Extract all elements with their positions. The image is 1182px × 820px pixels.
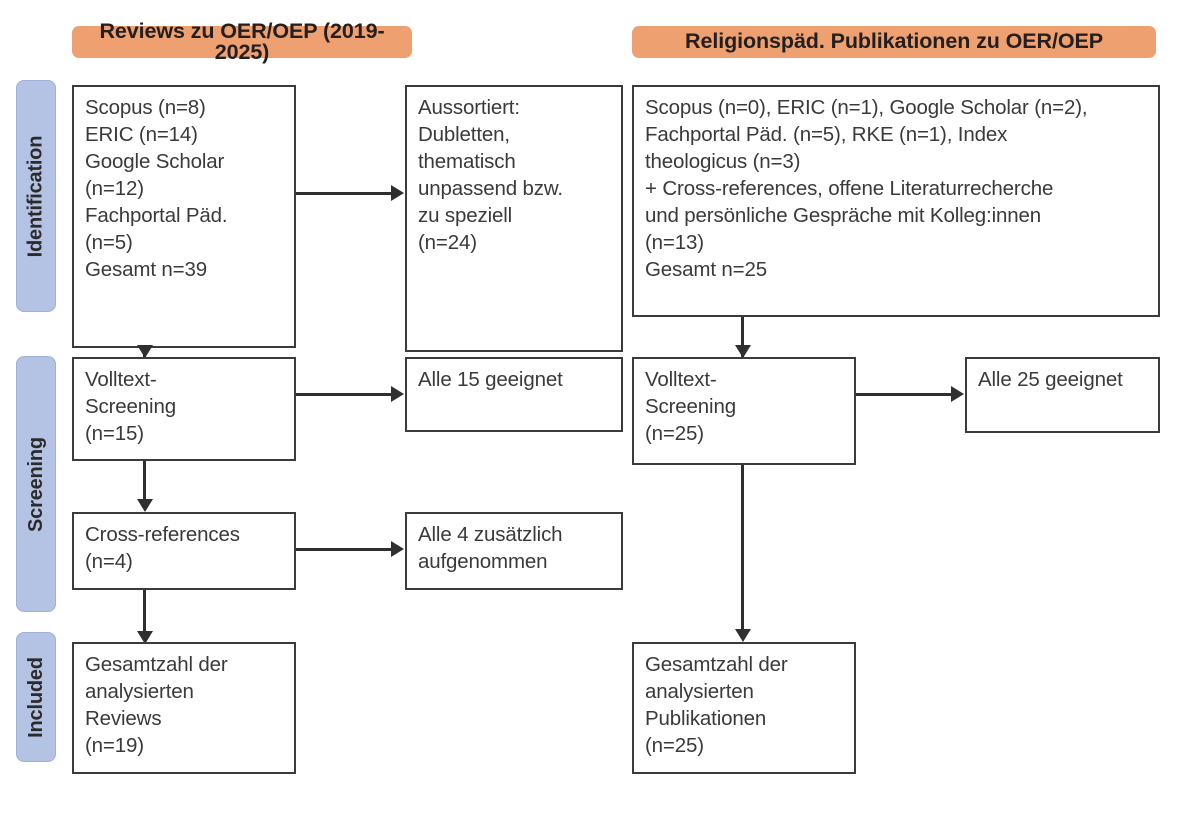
stage-bar-included: Included bbox=[16, 632, 56, 762]
stage-label-included: Included bbox=[24, 656, 47, 738]
connector-left-ident-to-excluded bbox=[296, 192, 393, 195]
connector-left-screening-to-result bbox=[296, 393, 393, 396]
stage-label-screening: Screening bbox=[24, 436, 47, 532]
right-column-header: Religionspäd. Publikationen zu OER/OEP bbox=[632, 26, 1156, 58]
arrowhead-left-ident-to-screening bbox=[137, 345, 153, 358]
stage-bar-identification: Identification bbox=[16, 80, 56, 312]
arrowhead-right-screening-to-included bbox=[735, 629, 751, 642]
box-left-screening: Volltext- Screening (n=15) bbox=[72, 357, 296, 461]
connector-right-screening-to-included bbox=[741, 465, 744, 635]
box-left-excluded: Aussortiert: Dubletten, thematisch unpas… bbox=[405, 85, 623, 352]
stage-bar-screening: Screening bbox=[16, 356, 56, 612]
left-column-header: Reviews zu OER/OEP (2019-2025) bbox=[72, 20, 412, 63]
arrowhead-left-ident-to-excluded bbox=[391, 185, 404, 201]
box-right-included: Gesamtzahl der analysierten Publikatione… bbox=[632, 642, 856, 774]
box-left-crossrefs-result: Alle 4 zusätzlich aufgenommen bbox=[405, 512, 623, 590]
stage-label-identification: Identification bbox=[24, 135, 47, 257]
arrowhead-right-screening-to-result bbox=[951, 386, 964, 402]
box-left-crossrefs: Cross-references (n=4) bbox=[72, 512, 296, 590]
box-right-screening: Volltext- Screening (n=25) bbox=[632, 357, 856, 465]
arrowhead-right-ident-to-screening bbox=[735, 345, 751, 358]
connector-right-ident-to-screening bbox=[741, 317, 744, 358]
box-left-included: Gesamtzahl der analysierten Reviews (n=1… bbox=[72, 642, 296, 774]
connector-left-crossrefs-to-included bbox=[143, 590, 146, 638]
arrowhead-left-screening-to-crossrefs bbox=[137, 499, 153, 512]
box-right-screening-result: Alle 25 geeignet bbox=[965, 357, 1160, 433]
arrowhead-left-screening-to-result bbox=[391, 386, 404, 402]
arrowhead-left-crossrefs-to-result bbox=[391, 541, 404, 557]
box-left-identification: Scopus (n=8) ERIC (n=14) Google Scholar … bbox=[72, 85, 296, 348]
connector-left-screening-to-crossrefs bbox=[143, 461, 146, 506]
connector-left-crossrefs-to-result bbox=[296, 548, 393, 551]
box-right-identification: Scopus (n=0), ERIC (n=1), Google Scholar… bbox=[632, 85, 1160, 317]
box-left-screening-result: Alle 15 geeignet bbox=[405, 357, 623, 432]
connector-right-screening-to-result bbox=[856, 393, 953, 396]
arrowhead-left-crossrefs-to-included bbox=[137, 631, 153, 644]
